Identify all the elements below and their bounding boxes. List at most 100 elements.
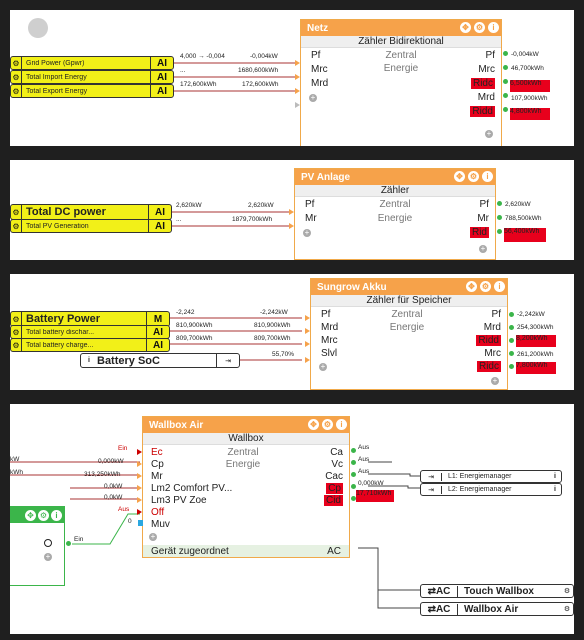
info-icon[interactable]: i — [494, 281, 505, 292]
input-total-export[interactable]: ⚙ Total Export Energy AI — [10, 84, 174, 98]
function-block-netz[interactable]: Netz ✥ ⚙ i Zähler Bidirektional Pf Mrc M… — [300, 19, 502, 146]
move-icon[interactable]: ✥ — [25, 509, 36, 521]
block-header[interactable]: PV Anlage ✥ ⚙ i — [295, 169, 495, 185]
add-port-icon[interactable]: + — [149, 532, 157, 541]
add-port-icon[interactable]: + — [44, 552, 52, 561]
energiemanager-l2[interactable]: ⇥ L2: Energiemanager i — [420, 483, 562, 496]
info-icon[interactable]: i — [88, 357, 90, 364]
out-port-ridd[interactable]: Ridd — [470, 106, 495, 117]
export-icon[interactable]: ⇥ — [216, 354, 239, 367]
gear-icon[interactable]: ⚙ — [563, 588, 571, 595]
in-port-slvl[interactable]: Slvl — [321, 348, 338, 359]
in-port-mrc[interactable]: Mrc — [311, 64, 328, 75]
out-port-rid[interactable]: Rid — [469, 227, 489, 238]
gear-icon[interactable]: ⚙ — [11, 339, 22, 351]
in-port-ec[interactable]: Ec — [151, 447, 163, 458]
add-port-icon[interactable]: + — [491, 376, 499, 385]
export-icon[interactable]: ⇥ — [421, 472, 442, 481]
out-port-cac[interactable]: Cac — [325, 471, 343, 482]
out-port-ridc[interactable]: Ridc — [470, 78, 495, 89]
partial-block-left[interactable]: ✥ ⚙ i + — [10, 506, 65, 586]
gear-icon[interactable]: ⚙ — [11, 85, 22, 97]
out-port-pf[interactable]: Pf — [485, 50, 495, 61]
out-port-cid[interactable]: Cid — [323, 495, 343, 506]
out-port-mrd[interactable]: Mrd — [483, 322, 501, 333]
in-port-lm3[interactable]: Lm3 PV Zoe — [151, 495, 207, 506]
in-port-mr[interactable]: Mr — [151, 471, 163, 482]
in-port-mrc[interactable]: Mrc — [321, 335, 338, 346]
input-battery-power[interactable]: ⚙ Battery Power M — [10, 311, 170, 327]
block-footer[interactable]: Gerät zugeordnet AC — [143, 545, 349, 557]
gear-icon[interactable]: ⚙ — [468, 171, 479, 182]
move-icon[interactable]: ✥ — [308, 419, 319, 430]
battery-soc-box[interactable]: i Battery SoC ⇥ — [80, 353, 240, 368]
add-port-icon[interactable]: + — [309, 93, 317, 102]
in-port-off[interactable]: Off — [151, 507, 165, 518]
info-icon[interactable]: i — [336, 419, 347, 430]
energiemanager-l1[interactable]: ⇥ L1: Energiemanager i — [420, 470, 562, 483]
gear-icon[interactable]: ⚙ — [38, 509, 49, 521]
move-icon[interactable]: ✥ — [454, 171, 465, 182]
in-port-lm2[interactable]: Lm2 Comfort PV... — [151, 483, 233, 494]
out-port-ridc[interactable]: Ridc — [476, 361, 501, 372]
move-icon[interactable]: ✥ — [466, 281, 477, 292]
add-port-icon[interactable]: + — [319, 362, 327, 371]
input-total-import[interactable]: ⚙ Total Import Energy AI — [10, 70, 174, 84]
in-port-pf[interactable]: Pf — [311, 50, 321, 61]
in-port-pf[interactable]: Pf — [321, 309, 331, 320]
out-port-mrd[interactable]: Mrd — [477, 92, 495, 103]
info-icon[interactable]: i — [488, 22, 499, 33]
in-port-mrd[interactable]: Mrd — [311, 78, 329, 89]
out-port-cp[interactable]: Cp — [326, 483, 343, 494]
input-battery-discharge[interactable]: ⚙ Total battery dischar... AI — [10, 325, 170, 339]
in-port-mrd[interactable]: Mrd — [321, 322, 339, 333]
out-port-mr[interactable]: Mr — [477, 213, 489, 224]
partial-block-header[interactable]: ✥ ⚙ i — [10, 507, 64, 523]
info-icon[interactable]: i — [482, 171, 493, 182]
out-port-pf[interactable]: Pf — [479, 199, 489, 210]
gear-icon[interactable]: ⚙ — [480, 281, 491, 292]
in-port-pf[interactable]: Pf — [305, 199, 315, 210]
gear-icon[interactable]: ⚙ — [474, 22, 485, 33]
in-port-cp[interactable]: Cp — [151, 459, 164, 470]
gear-icon[interactable]: ⚙ — [322, 419, 333, 430]
out-port-mrc[interactable]: Mrc — [478, 64, 495, 75]
input-total-pv-generation[interactable]: ⚙ Total PV Generation AI — [10, 219, 172, 233]
gear-icon[interactable]: ⚙ — [11, 220, 22, 232]
function-block-wallbox[interactable]: Wallbox Air ✥ ⚙ i Wallbox Ec Cp Mr Lm2 C… — [142, 416, 350, 558]
radio-output[interactable] — [44, 539, 52, 547]
panel-wallbox: kW kWh ✥ ⚙ i + Ein Ein 0,000kW 313,250kW… — [10, 404, 574, 634]
info-icon[interactable]: i — [554, 473, 556, 480]
add-port-icon[interactable]: + — [485, 129, 493, 138]
wire-value: 810,900kWh — [176, 322, 213, 329]
out-port-ca[interactable]: Ca — [330, 447, 343, 458]
info-icon[interactable]: i — [51, 509, 62, 521]
out-port-vc[interactable]: Vc — [331, 459, 343, 470]
output-wallbox-air[interactable]: ⇄AC Wallbox Air ⚙ — [420, 602, 574, 616]
in-port-muv[interactable]: Muv — [151, 519, 170, 530]
gear-icon[interactable]: ⚙ — [563, 606, 571, 613]
add-port-icon[interactable]: + — [479, 244, 487, 253]
gear-icon[interactable]: ⚙ — [11, 71, 22, 83]
function-block-pv[interactable]: PV Anlage ✥ ⚙ i Zähler Pf Mr Zentral Ene… — [294, 168, 496, 260]
block-header[interactable]: Netz ✥ ⚙ i — [301, 20, 501, 36]
out-port-pf[interactable]: Pf — [491, 309, 501, 320]
gear-icon[interactable]: ⚙ — [11, 205, 22, 219]
gear-icon[interactable]: ⚙ — [11, 312, 22, 326]
input-grid-power[interactable]: ⚙ Grid Power (Gpwr) AI — [10, 56, 174, 70]
input-battery-charge[interactable]: ⚙ Total battery charge... AI — [10, 338, 170, 352]
out-port-mrc[interactable]: Mrc — [484, 348, 501, 359]
gear-icon[interactable]: ⚙ — [11, 326, 22, 338]
add-port-icon[interactable]: + — [303, 228, 311, 237]
export-icon[interactable]: ⇥ — [421, 485, 442, 494]
block-header[interactable]: Sungrow Akku ✥ ⚙ i — [311, 279, 507, 295]
block-header[interactable]: Wallbox Air ✥ ⚙ i — [143, 417, 349, 433]
input-total-dc-power[interactable]: ⚙ Total DC power AI — [10, 204, 172, 220]
move-icon[interactable]: ✥ — [460, 22, 471, 33]
out-port-ridd[interactable]: Ridd — [476, 335, 501, 346]
info-icon[interactable]: i — [554, 486, 556, 493]
in-port-mr[interactable]: Mr — [305, 213, 317, 224]
gear-icon[interactable]: ⚙ — [11, 57, 22, 69]
function-block-akku[interactable]: Sungrow Akku ✥ ⚙ i Zähler für Speicher P… — [310, 278, 508, 390]
output-touch-wallbox[interactable]: ⇄AC Touch Wallbox ⚙ — [420, 584, 574, 598]
